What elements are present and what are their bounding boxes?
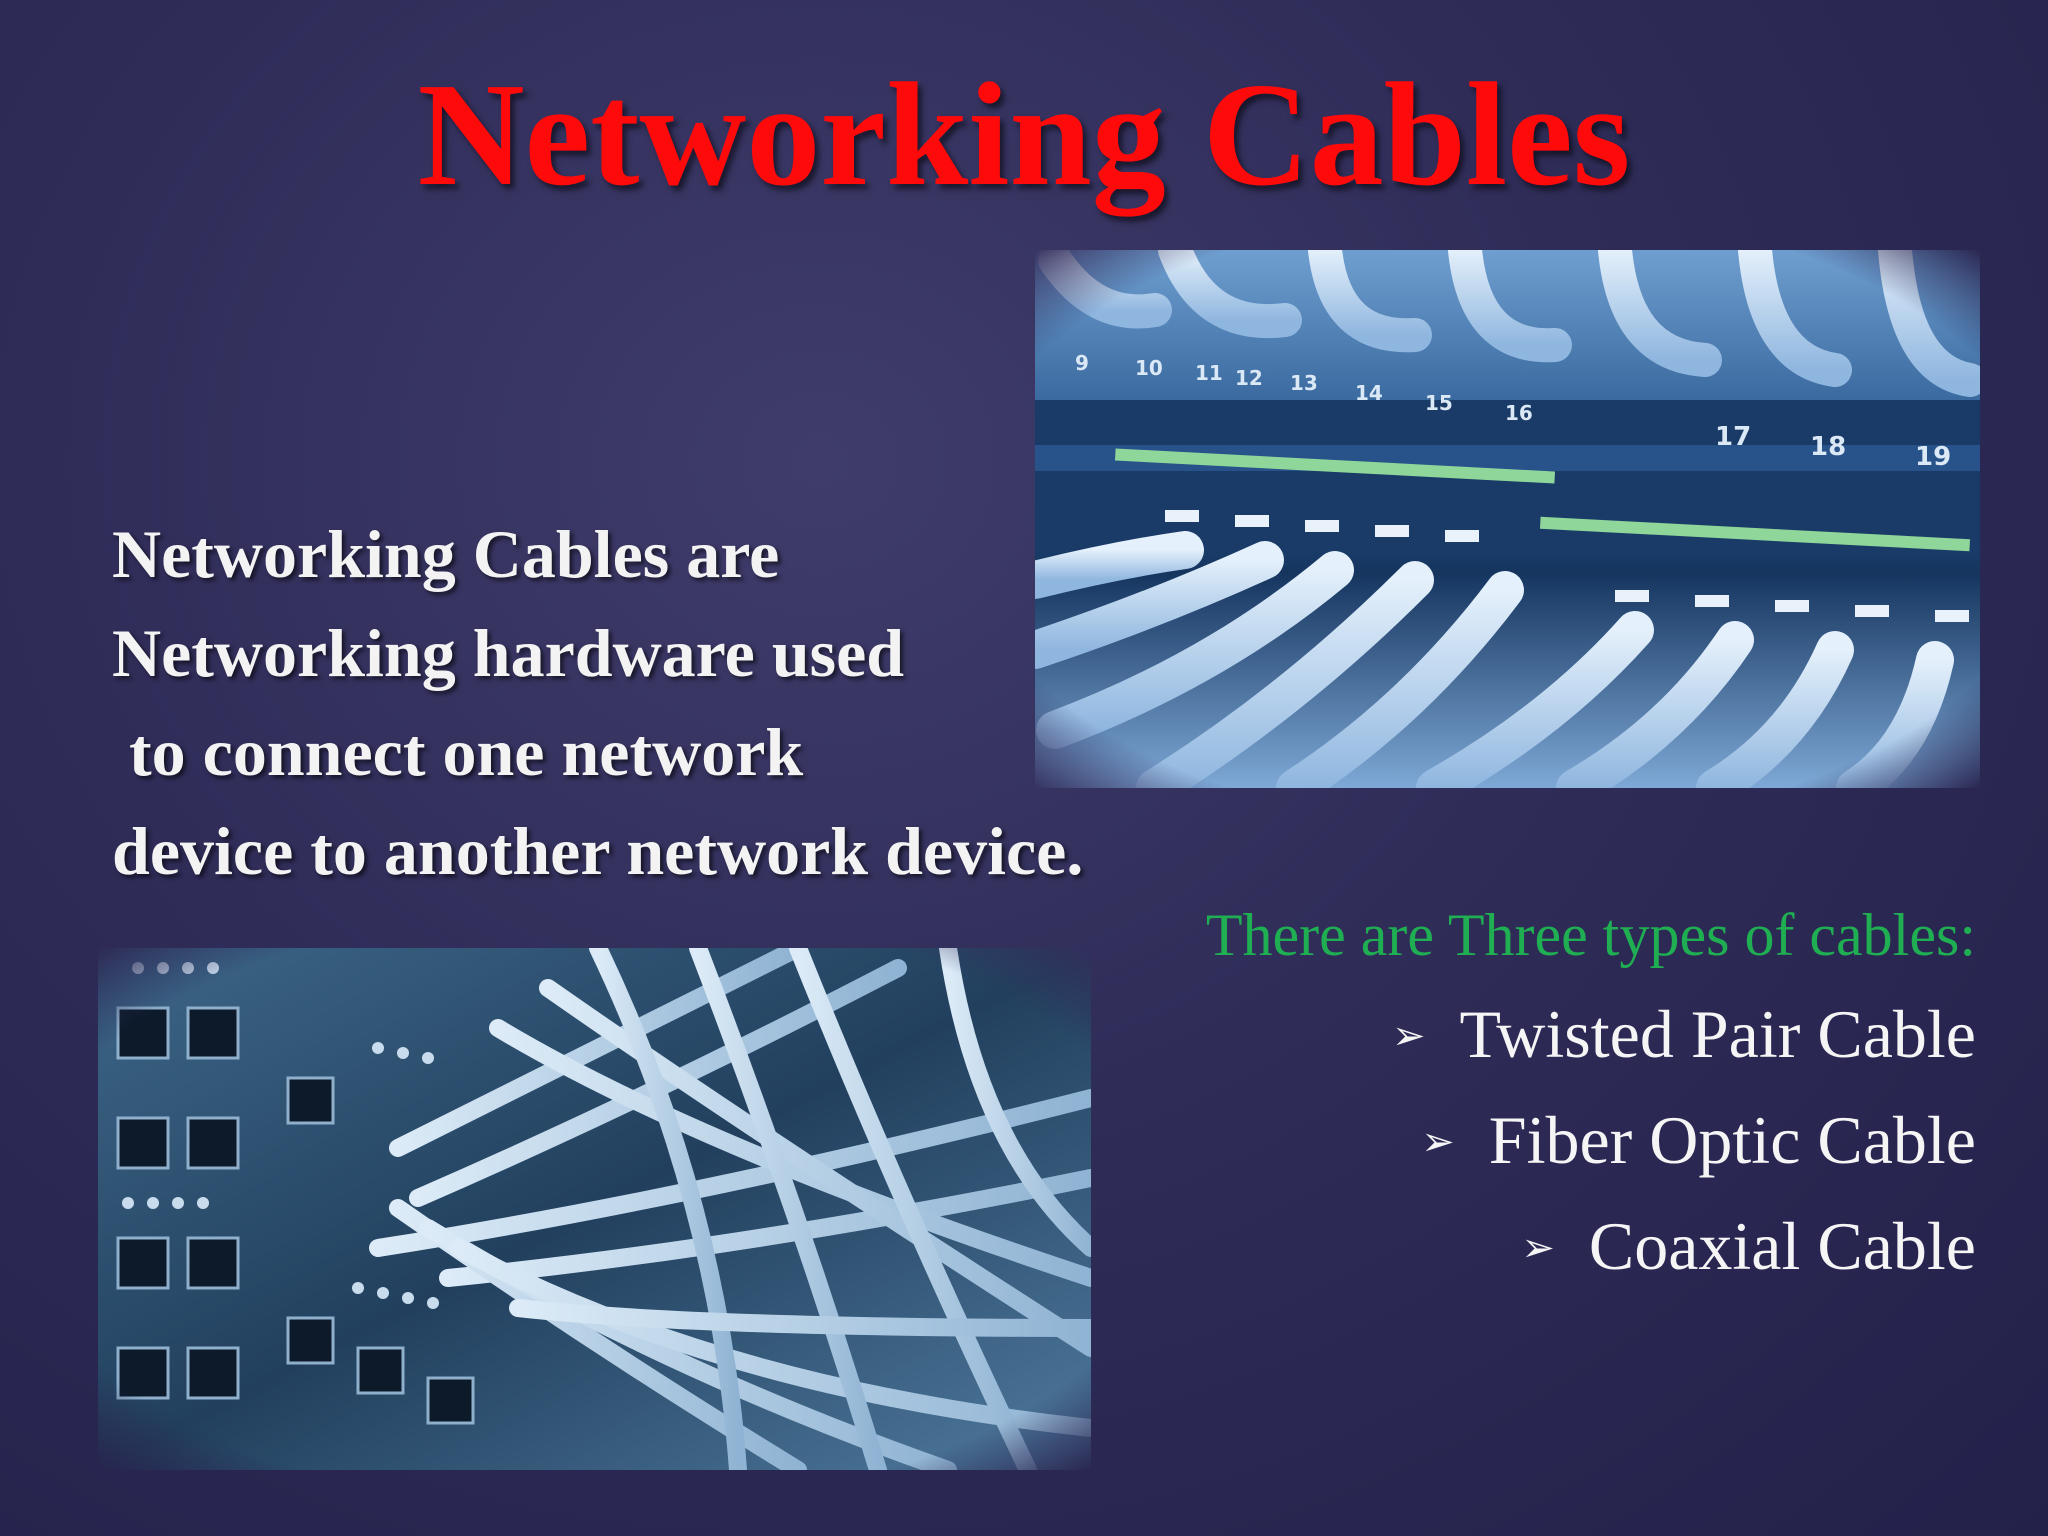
network-switch-photo: 9 10 11 12 13 14 15 16 17 18 19 — [1035, 250, 1980, 788]
slide-title: Networking Cables — [417, 53, 1631, 217]
intro-line: Networking Cables are — [112, 516, 780, 592]
list-item: ➢ Coaxial Cable — [1392, 1197, 1976, 1303]
port-number: 18 — [1810, 432, 1846, 462]
network-switch-photo-icon: 9 10 11 12 13 14 15 16 17 18 19 — [1035, 250, 1980, 788]
port-number: 17 — [1715, 422, 1751, 452]
port-number: 16 — [1505, 401, 1533, 425]
port-number: 13 — [1290, 371, 1318, 395]
status-led-strip — [1114, 448, 1971, 552]
panel-led-dots — [122, 962, 439, 1309]
port-number: 19 — [1915, 442, 1951, 472]
port-number-row: 9 10 11 12 13 14 15 16 17 18 19 — [1075, 351, 1951, 472]
intro-paragraph: Networking Cables are Networking hardwar… — [112, 505, 1262, 901]
patch-panel-cables-photo — [98, 948, 1091, 1470]
patch-panel-ports — [116, 1006, 475, 1425]
tangled-cables — [369, 948, 1091, 1470]
cable-types-heading: There are Three types of cables: — [1205, 902, 1976, 968]
port-number: 15 — [1425, 391, 1453, 415]
intro-line: to connect one network — [112, 714, 804, 790]
port-number: 10 — [1135, 356, 1163, 380]
cable-types-list: ➢Twisted Pair Cable ➢Fiber Optic Cable ➢… — [1392, 985, 1976, 1303]
port-number: 14 — [1355, 381, 1383, 405]
upper-cables — [1038, 250, 1980, 397]
cable-type-label: Coaxial Cable — [1588, 1207, 1976, 1284]
port-number: 9 — [1075, 351, 1089, 375]
port-number: 12 — [1235, 366, 1263, 390]
intro-line: device to another network device. — [112, 813, 1084, 889]
intro-line: Networking hardware used — [112, 615, 905, 691]
patch-panel-cables-photo-icon — [98, 948, 1091, 1470]
lower-cables — [1035, 531, 1954, 788]
arrow-bullet-icon: ➢ — [1392, 1012, 1426, 1058]
cable-type-label: Twisted Pair Cable — [1459, 996, 1976, 1072]
cable-type-label: Fiber Optic Cable — [1488, 1101, 1976, 1178]
list-item: ➢ Twisted Pair Cable — [1392, 985, 1976, 1091]
arrow-bullet-icon: ➢ — [1421, 1118, 1455, 1164]
port-number: 11 — [1195, 361, 1223, 385]
port-slots — [1165, 510, 1969, 622]
list-item: ➢ Fiber Optic Cable — [1392, 1091, 1976, 1197]
arrow-bullet-icon: ➢ — [1521, 1224, 1555, 1270]
